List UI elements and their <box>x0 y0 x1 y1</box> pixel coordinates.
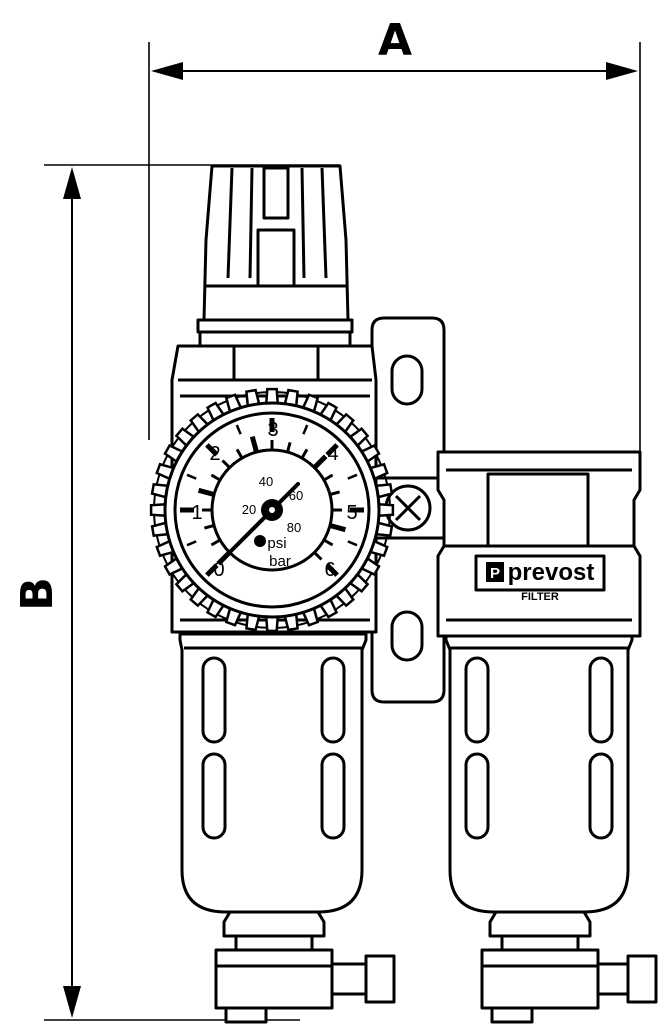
gauge-bar-ticks <box>180 418 364 577</box>
filter-head: P prevost FILTER <box>436 450 642 638</box>
gauge-bar-label-4: 4 <box>327 443 338 465</box>
dimension-a-label: A <box>378 15 412 66</box>
brand-name: prevost <box>508 559 595 586</box>
gauge-psi-minor-tick <box>323 538 334 547</box>
gauge-bar-major-tick <box>205 443 219 457</box>
gauge-bar-minor-tick <box>235 424 242 435</box>
gauge-bar-major-tick <box>325 563 339 577</box>
gauge-psi-label-20: 20 <box>242 502 256 517</box>
gauge-bar-label-5: 5 <box>346 502 357 524</box>
gauge-psi-major-tick <box>329 523 347 533</box>
gauge-psi-minor-tick <box>204 524 215 530</box>
gauge-bar-major-tick <box>205 563 219 577</box>
dimension-b-label: B <box>12 577 63 611</box>
gauge-psi-minor-tick <box>300 448 309 459</box>
gauge-psi-label-80: 80 <box>287 520 301 535</box>
gauge-bar-minor-tick <box>347 540 358 547</box>
filter-bowl <box>444 634 634 914</box>
gauge-bar-label-2: 2 <box>209 443 220 465</box>
gauge-bar-major-tick <box>325 443 339 457</box>
dimension-a: A <box>148 15 641 455</box>
regulator-bowl <box>178 632 368 914</box>
gauge-unit-psi: psi <box>267 535 286 552</box>
gauge-psi-major-tick <box>197 487 215 497</box>
regulator-drain <box>214 910 396 1024</box>
gauge-unit-bar: bar <box>269 553 291 570</box>
bowl-window <box>201 752 227 840</box>
gauge-psi-major-tick <box>249 435 259 453</box>
filter-drain <box>480 910 658 1024</box>
bowl-window <box>464 656 490 744</box>
bowl-window <box>320 752 346 840</box>
gauge-bar-label-1: 1 <box>191 502 202 524</box>
regulator-knob <box>196 164 354 348</box>
gauge-psi-minor-tick <box>210 473 221 482</box>
gauge-psi-minor-tick <box>313 551 323 561</box>
gauge-psi-label-40: 40 <box>259 474 273 489</box>
gauge-psi-major-tick <box>312 454 328 470</box>
dimension-b: B <box>12 164 340 1021</box>
gauge-psi-minor-tick <box>210 538 221 547</box>
bowl-window <box>320 656 346 744</box>
gauge-bar-minor-tick <box>186 473 197 480</box>
bowl-window <box>464 752 490 840</box>
gauge-needle <box>222 482 300 560</box>
gauge-psi-minor-tick <box>329 490 340 496</box>
gauge-psi-minor-tick <box>286 442 292 453</box>
gauge-bar-label-3: 3 <box>267 419 278 441</box>
brand-logo-mark: P <box>490 565 500 582</box>
gauge-psi-ticks <box>197 435 347 566</box>
pressure-gauge: 0 1 2 3 4 5 6 20 40 60 80 psi bar <box>149 387 395 633</box>
filter-caption: FILTER <box>521 591 559 603</box>
bracket-slot-top <box>390 354 424 406</box>
bracket-slot-bottom <box>390 610 424 662</box>
bowl-window <box>588 752 614 840</box>
bowl-window <box>588 656 614 744</box>
bowl-window <box>201 656 227 744</box>
gauge-psi-minor-tick <box>221 459 231 469</box>
gauge-bar-label-6: 6 <box>324 559 335 581</box>
gauge-bar-label-0: 0 <box>213 559 224 581</box>
gauge-bar-minor-tick <box>186 540 197 547</box>
gauge-psi-minor-tick <box>235 448 244 459</box>
gauge-dot <box>254 535 266 547</box>
gauge-bar-minor-tick <box>302 424 309 435</box>
gauge-bar-minor-tick <box>347 473 358 480</box>
gauge-psi-minor-tick <box>323 473 334 482</box>
